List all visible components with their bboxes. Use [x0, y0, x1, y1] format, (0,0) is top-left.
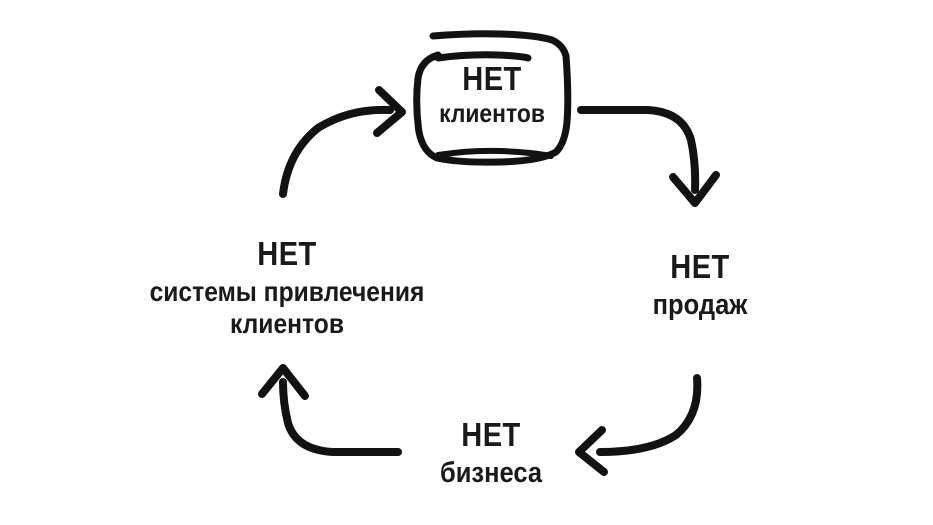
arrow-left-to-top: [279, 86, 406, 198]
top-node-hand-drawn-box: [413, 30, 572, 166]
node-subtitle-line-2: клиентов: [230, 308, 344, 339]
arrow-bottom-to-left: [258, 364, 402, 456]
node-no-acquisition-system: НЕТ системы привлечения клиентов: [128, 237, 446, 338]
arrow-right-to-bottom: [575, 374, 702, 476]
node-title: НЕТ: [670, 248, 730, 285]
node-no-business: НЕТ бизнеса: [392, 418, 590, 488]
node-title: НЕТ: [257, 235, 317, 272]
node-no-sales: НЕТ продаж: [601, 250, 799, 320]
node-subtitle-line-1: системы привлечения: [149, 276, 425, 307]
node-title: НЕТ: [462, 60, 522, 97]
node-subtitle: продаж: [652, 289, 748, 321]
node-no-clients: НЕТ клиентов: [412, 62, 572, 126]
node-subtitle: бизнеса: [439, 457, 543, 489]
node-title: НЕТ: [461, 416, 521, 453]
arrow-top-to-right: [577, 106, 720, 207]
node-subtitle: клиентов: [439, 98, 545, 128]
